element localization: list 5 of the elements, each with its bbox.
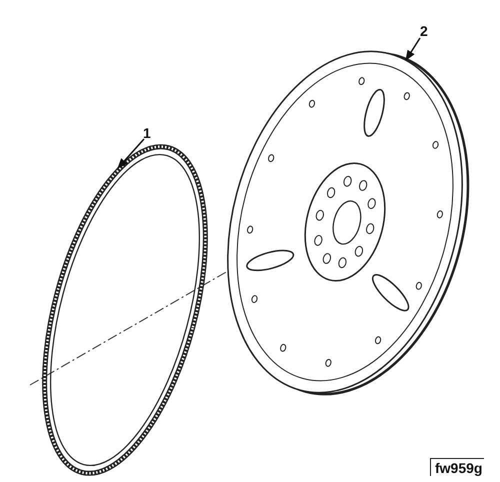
callout-number: 1 — [143, 126, 151, 140]
leader-line — [405, 38, 421, 61]
figure-code: fw959g — [430, 458, 484, 476]
leader-line — [117, 138, 145, 169]
callout-number: 2 — [420, 24, 428, 38]
